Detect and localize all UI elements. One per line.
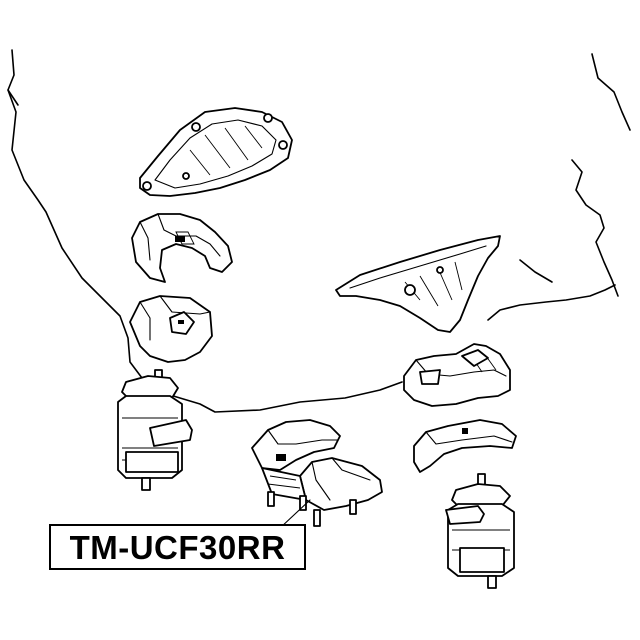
part-number-label: TM-UCF30RR: [49, 524, 306, 570]
part-number-text: TM-UCF30RR: [69, 528, 286, 566]
left-lower-bracket: [129, 295, 213, 363]
top-cover-plate: [139, 107, 293, 197]
leader-line: [279, 499, 311, 529]
rear-engine-mount: [251, 419, 383, 527]
left-engine-mount: [117, 369, 193, 491]
right-engine-mount: [445, 473, 515, 589]
right-lower-bracket: [413, 419, 517, 473]
engine-outline: [7, 49, 631, 413]
left-upper-bracket: [131, 213, 233, 283]
right-upper-bracket: [403, 343, 511, 407]
right-cover-plate: [335, 235, 501, 333]
